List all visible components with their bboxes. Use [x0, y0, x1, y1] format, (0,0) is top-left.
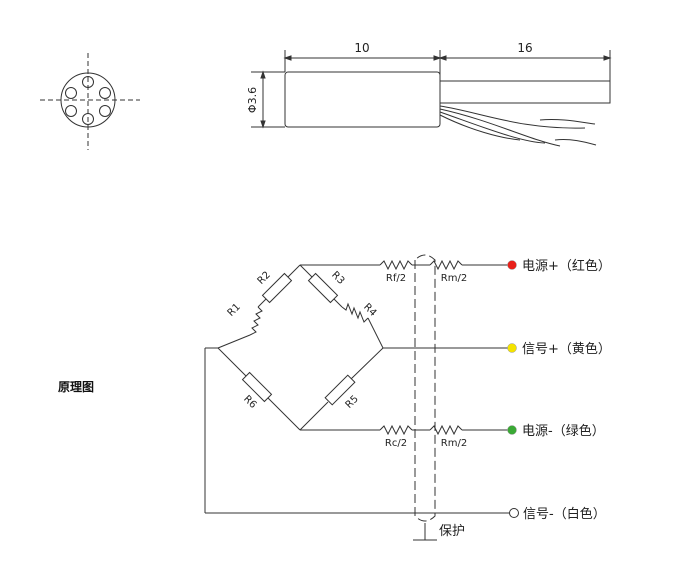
- dim-arrow: [438, 55, 447, 61]
- terminal-label-power-neg: 电源-（绿色）: [522, 423, 605, 439]
- connector-pin: [99, 87, 111, 99]
- wire: [217, 347, 247, 377]
- dim-arrow: [603, 55, 612, 61]
- connector-pin: [99, 105, 111, 117]
- resistor-r2: [261, 272, 293, 304]
- label-r4: R4: [361, 302, 378, 319]
- wire: [333, 298, 343, 308]
- section-title: 原理图: [58, 380, 95, 394]
- loose-wire: [539, 119, 596, 125]
- label-rf: Rf/2: [386, 273, 406, 284]
- connector-end-view: [40, 53, 140, 150]
- shield-label: 保护: [439, 524, 465, 539]
- label-r2: R2: [256, 270, 273, 287]
- label-r1: R1: [226, 302, 243, 319]
- sensor-body: [284, 71, 441, 128]
- label-rm-top: Rm/2: [441, 273, 467, 284]
- wire: [299, 264, 313, 278]
- wire: [367, 317, 384, 349]
- label-r3: R3: [329, 270, 346, 287]
- resistor-r1-zigzag: [249, 306, 263, 336]
- dim-diameter: Φ3.6: [246, 87, 259, 113]
- loose-wire: [439, 105, 586, 129]
- terminal-label-signal-neg: 信号-（白色）: [523, 506, 606, 522]
- resistor-r4-zigzag: [341, 302, 369, 323]
- wire: [257, 298, 267, 308]
- terminal-dot-power-neg: [507, 425, 517, 435]
- sensor-side-view: [251, 50, 612, 147]
- resistor-r3: [307, 272, 339, 304]
- loose-wire: [439, 108, 561, 147]
- dim-cable-length: 16: [517, 41, 532, 55]
- dim-body-length: 10: [354, 41, 369, 55]
- wire: [267, 397, 301, 431]
- cable-shield: [414, 254, 436, 522]
- terminal-label-power-pos: 电源+（红色）: [522, 258, 611, 274]
- terminal-dot-power-pos: [507, 260, 517, 270]
- connector-pin: [65, 105, 77, 117]
- label-r5: R5: [344, 394, 361, 411]
- dim-arrow: [283, 55, 292, 61]
- dim-arrow: [433, 55, 442, 61]
- terminal-dot-signal-pos: [507, 343, 517, 353]
- connector-pin: [82, 76, 94, 88]
- label-r6: R6: [241, 394, 258, 411]
- label-rm-bottom: Rm/2: [441, 438, 467, 449]
- connector-pin: [82, 113, 94, 125]
- wire: [299, 401, 329, 431]
- dim-arrow: [260, 120, 266, 129]
- dim-arrow: [260, 70, 266, 79]
- schematic-wiring: [204, 254, 512, 541]
- cable-sheath: [439, 80, 611, 104]
- loose-wire: [439, 114, 521, 141]
- terminal-label-signal-pos: 信号+（黄色）: [522, 341, 611, 357]
- resistor-rf-zigzag: [379, 259, 413, 271]
- loose-wire: [439, 111, 546, 144]
- resistor-r5: [324, 374, 356, 406]
- label-rc: Rc/2: [385, 438, 407, 449]
- connector-outline: [60, 72, 116, 128]
- loose-wire: [554, 139, 597, 146]
- wire: [287, 264, 301, 278]
- resistor-rc-zigzag: [379, 424, 413, 436]
- connector-pin: [65, 87, 77, 99]
- wire: [217, 334, 251, 349]
- wire: [350, 347, 384, 380]
- terminal-dot-signal-neg: [509, 508, 519, 518]
- resistor-r6: [241, 371, 273, 403]
- resistor-rm-top-zigzag: [429, 259, 463, 271]
